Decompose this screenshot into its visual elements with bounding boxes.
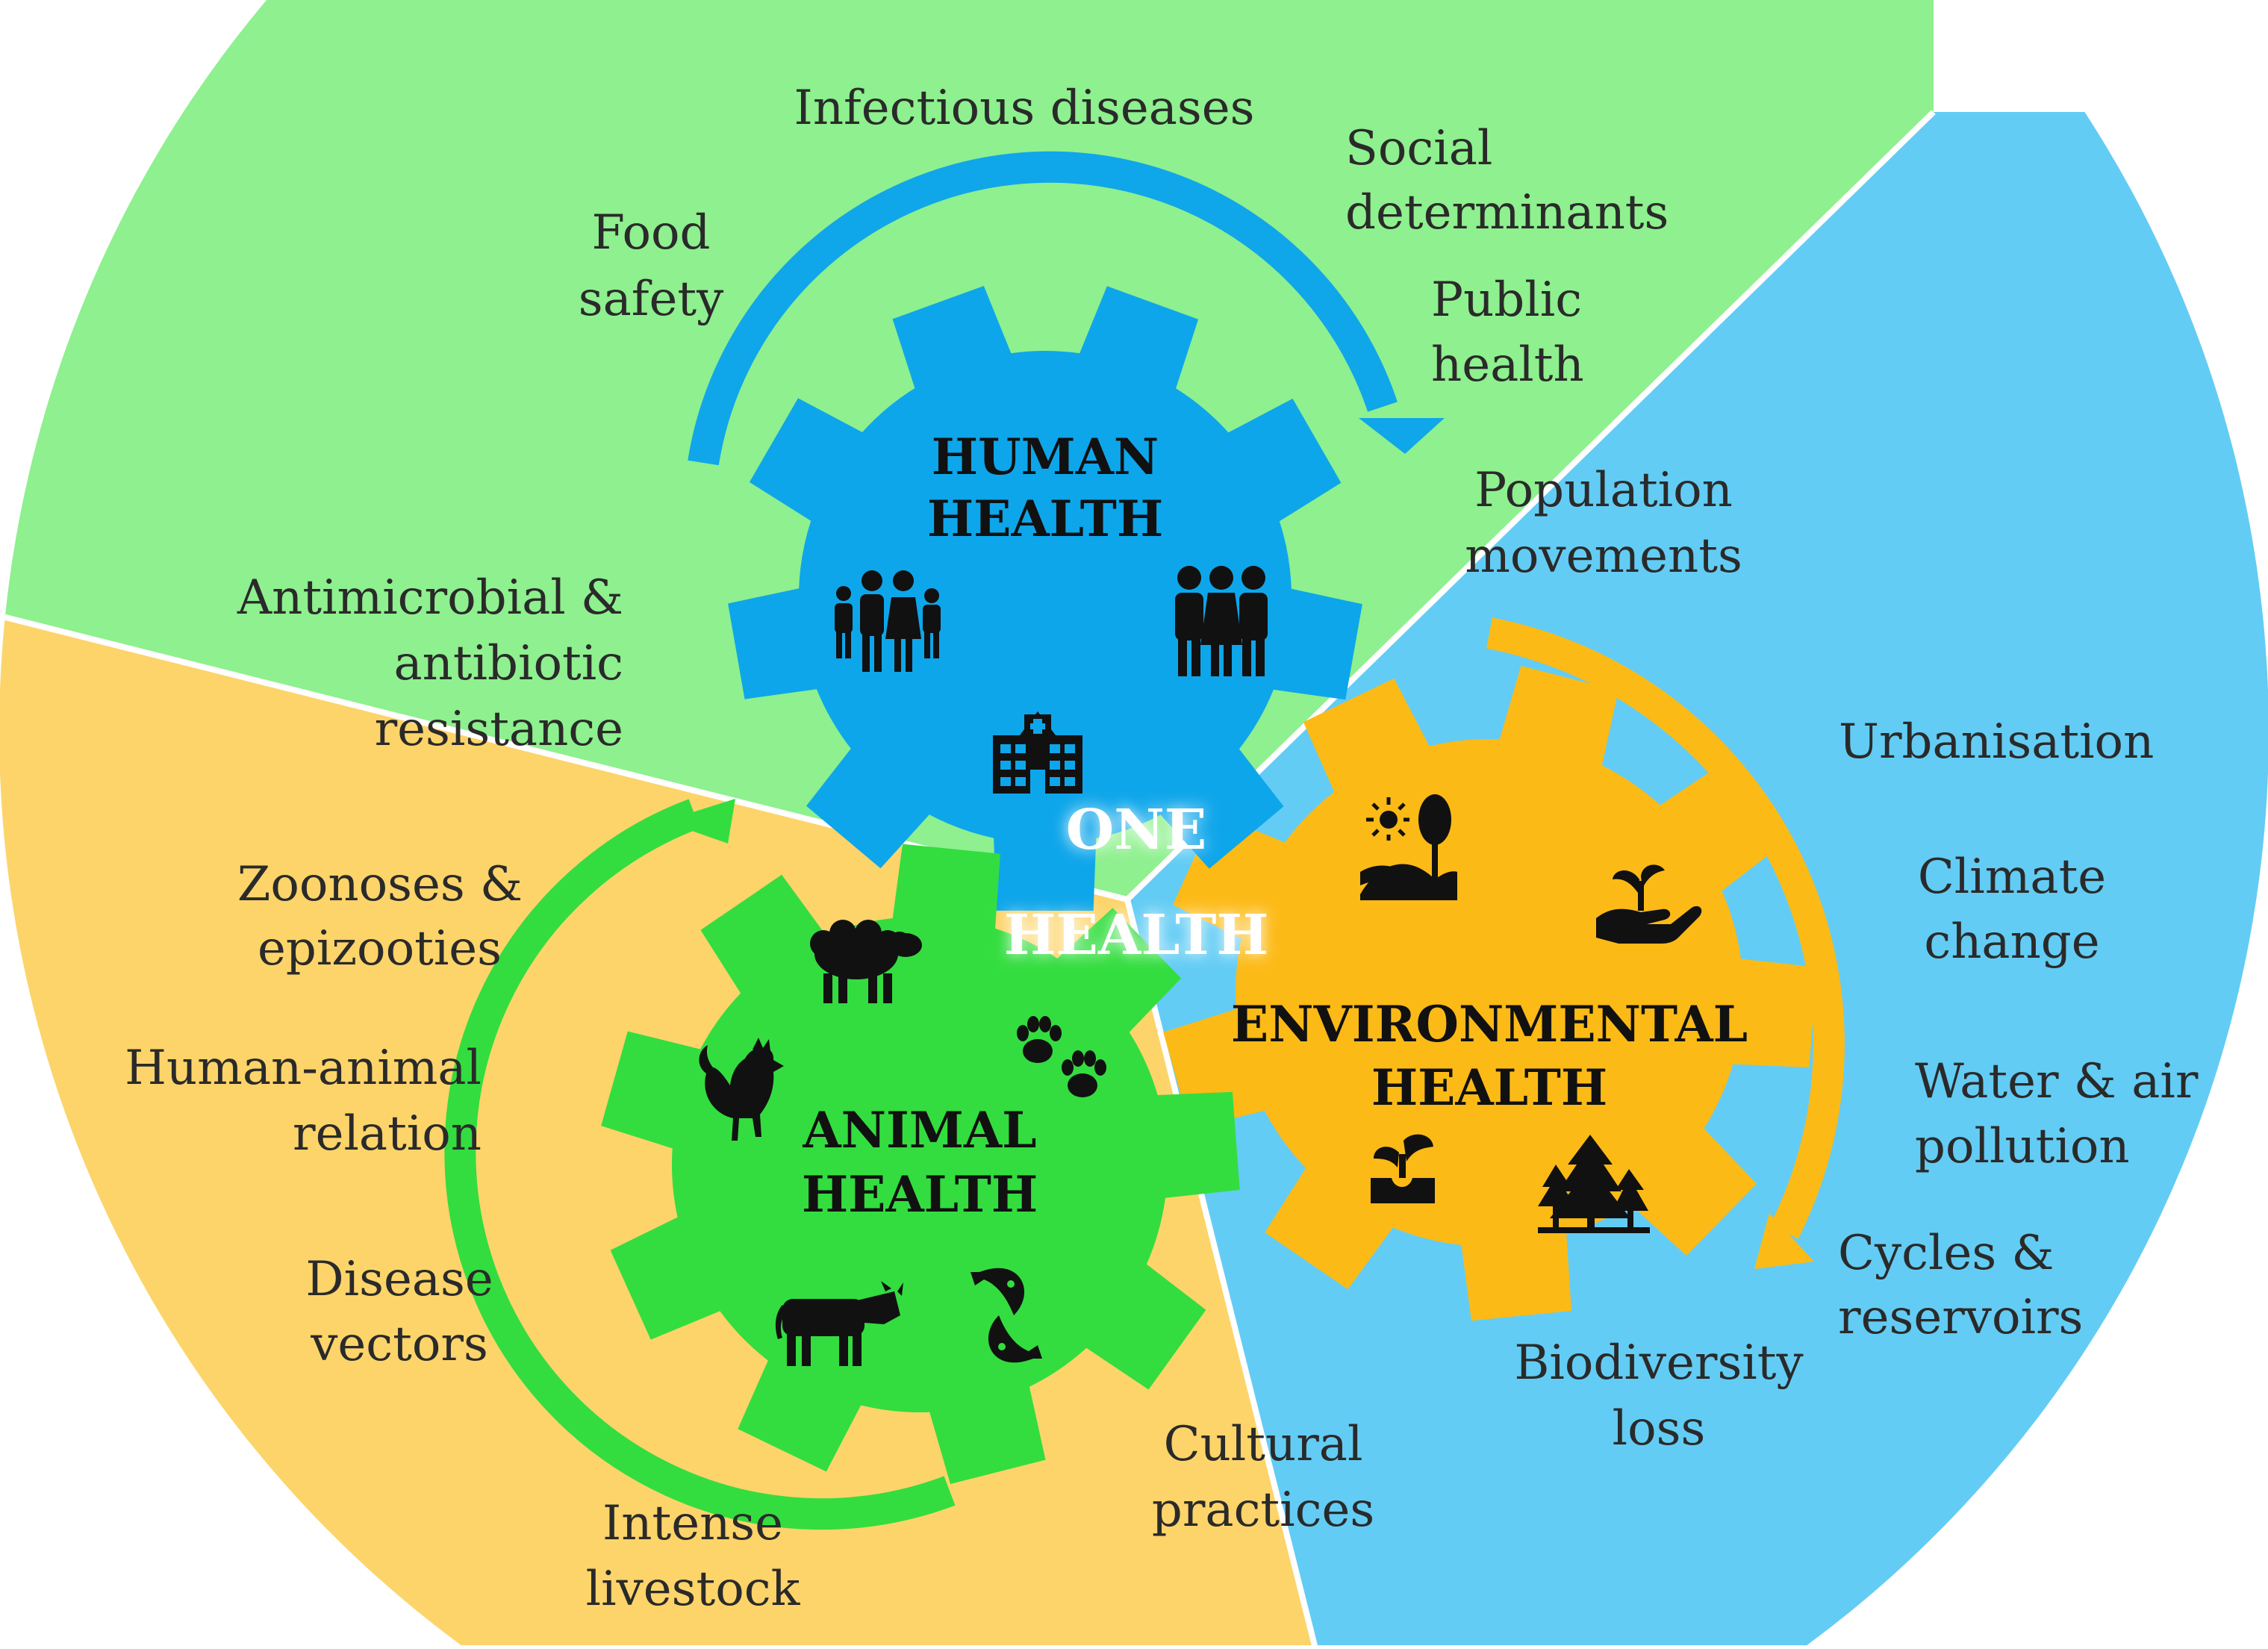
label-climate-line1: Climate — [1918, 850, 2106, 905]
animal-arrow-head — [664, 799, 735, 844]
label-cultural-line1: Cultural — [1164, 1417, 1363, 1472]
human-health-title-line2: HEALTH — [927, 490, 1163, 548]
label-population-line2: movements — [1465, 529, 1742, 584]
human-health-gear — [728, 286, 1362, 911]
label-population-line1: Population — [1474, 463, 1733, 518]
hand-plant-icon — [1596, 864, 1702, 944]
label-antimicrobial-line2: antibiotic — [393, 636, 623, 691]
sector-divider — [1124, 899, 1336, 1645]
human-health-title-line1: HUMAN — [932, 428, 1159, 486]
label-food-line1: Food — [592, 205, 711, 261]
label-social-line1: Social — [1345, 121, 1492, 176]
cycle-arrows — [444, 151, 1845, 1530]
label-cycles-line2: reservoirs — [1838, 1290, 2083, 1345]
animal-health-title-line2: HEALTH — [802, 1165, 1038, 1223]
environmental-health-sector — [1127, 112, 2268, 1645]
human-cycle-arrow — [688, 151, 1398, 466]
rooster-icon — [699, 1038, 784, 1141]
environmental-health-gear — [1163, 666, 1817, 1321]
landscape-sun-icon — [1360, 794, 1457, 900]
one-health-center-line2: HEALTH — [1004, 903, 1269, 967]
label-infectious-diseases: Infectious diseases — [794, 81, 1255, 136]
animal-health-gear — [601, 844, 1240, 1484]
animal-cycle-arrow — [444, 799, 956, 1530]
label-biodiversity-line1: Biodiversity — [1514, 1335, 1803, 1391]
label-human-animal-line1: Human-animal — [125, 1041, 482, 1096]
label-antimicrobial-line3: resistance — [375, 702, 623, 757]
label-climate-line2: change — [1924, 914, 2099, 970]
label-human-animal-line2: relation — [293, 1106, 482, 1162]
paw-prints-icon — [1017, 1016, 1106, 1097]
label-zoonoses-line2: epizooties — [258, 921, 502, 976]
family-icon — [835, 570, 941, 672]
label-biodiversity-line2: loss — [1613, 1401, 1706, 1456]
label-livestock-line2: livestock — [586, 1562, 801, 1617]
hospital-icon — [993, 711, 1082, 794]
label-livestock-line1: Intense — [602, 1496, 783, 1551]
label-social-line2: determinants — [1345, 185, 1669, 240]
forest-icon — [1538, 1135, 1650, 1233]
label-public-line2: health — [1431, 337, 1584, 393]
cow-icon — [775, 1281, 903, 1366]
group-of-people-icon — [1175, 566, 1268, 676]
label-public-line1: Public — [1431, 272, 1582, 328]
label-cultural-line2: practices — [1152, 1483, 1374, 1538]
label-water-line1: Water & air — [1915, 1054, 2199, 1109]
label-cycles-line1: Cycles & — [1838, 1226, 2054, 1281]
label-antimicrobial-line1: Antimicrobial & — [237, 570, 623, 626]
label-water-line2: pollution — [1915, 1119, 2130, 1174]
fish-icon — [971, 1268, 1042, 1363]
human-arrow-head — [1359, 418, 1445, 454]
label-vectors-line2: vectors — [310, 1317, 488, 1372]
sheep-icon — [810, 920, 922, 1003]
label-urbanisation: Urbanisation — [1839, 714, 2154, 770]
environment-cycle-arrow — [1486, 617, 1845, 1239]
environmental-health-title-line1: ENVIRONMENTAL — [1231, 995, 1748, 1053]
label-food-line2: safety — [579, 272, 723, 327]
environmental-health-title-line2: HEALTH — [1371, 1059, 1607, 1117]
sprout-icon — [1371, 1134, 1435, 1203]
animal-health-title-line1: ANIMAL — [802, 1101, 1036, 1159]
one-health-center-line1: ONE — [1066, 798, 1207, 862]
label-vectors-line1: Disease — [305, 1252, 493, 1307]
environment-arrow-head — [1754, 1213, 1814, 1269]
label-zoonoses-line1: Zoonoses & — [237, 857, 523, 912]
